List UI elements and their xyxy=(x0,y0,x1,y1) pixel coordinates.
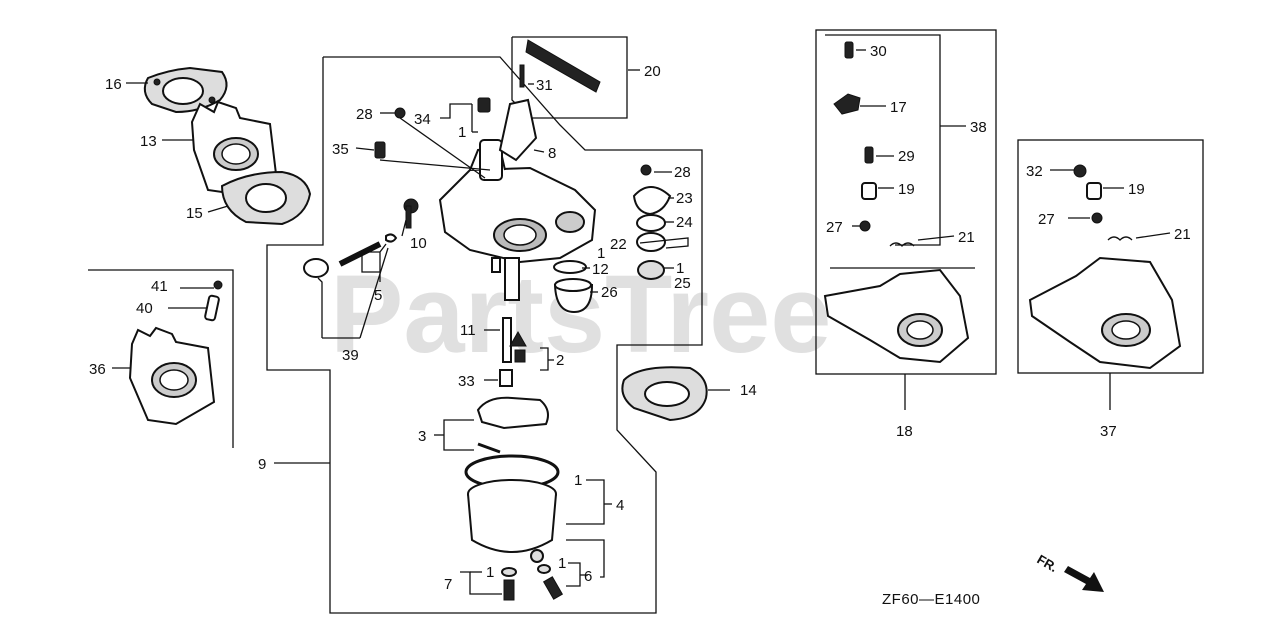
callout-22: 22 xyxy=(610,236,627,253)
callout-17: 17 xyxy=(890,99,907,116)
callout-28-left: 28 xyxy=(356,106,373,123)
callout-5: 5 xyxy=(374,287,382,304)
part-7-6-drain-bolts xyxy=(501,564,564,601)
leader-lines xyxy=(112,49,1171,595)
callout-35: 35 xyxy=(332,141,349,158)
part-23-24-22-25-cap-stack xyxy=(632,186,672,280)
callout-19-left: 19 xyxy=(898,181,915,198)
part-11-2-33-jets xyxy=(499,317,527,387)
callout-4: 4 xyxy=(616,497,624,514)
callout-1-mid: 1 xyxy=(597,245,605,262)
callout-40: 40 xyxy=(136,300,153,317)
callout-18: 18 xyxy=(896,423,913,440)
part-18-bracket-group xyxy=(823,41,970,364)
front-label: FR. xyxy=(1035,552,1061,575)
part-16-gasket xyxy=(143,66,228,114)
part-26-float xyxy=(553,260,594,314)
callout-8: 8 xyxy=(548,145,556,162)
callout-27-left: 27 xyxy=(826,219,843,236)
callout-38: 38 xyxy=(970,119,987,136)
callout-19-right: 19 xyxy=(1128,181,1145,198)
front-direction-marker: FR. xyxy=(1035,552,1104,592)
part-4-float-bowl xyxy=(464,454,560,563)
callout-12: 12 xyxy=(592,261,609,278)
callout-10: 10 xyxy=(410,235,427,252)
part-5-pilot-screw xyxy=(303,233,398,278)
callout-21-left: 21 xyxy=(958,229,975,246)
part-36-insulator xyxy=(128,326,216,426)
callout-3: 3 xyxy=(418,428,426,445)
callout-15: 15 xyxy=(186,205,203,222)
part-15-gasket xyxy=(220,170,312,226)
callout-14: 14 xyxy=(740,382,757,399)
callout-34: 34 xyxy=(414,111,431,128)
callout-23: 23 xyxy=(676,190,693,207)
part-14-gasket xyxy=(621,366,708,422)
callout-1-drain-right: 1 xyxy=(558,555,566,572)
callout-11: 11 xyxy=(460,322,476,339)
callout-31: 31 xyxy=(536,77,553,94)
part-37-bracket-group xyxy=(1028,164,1182,370)
callout-6: 6 xyxy=(584,568,592,585)
callout-2: 2 xyxy=(556,352,564,369)
callout-29: 29 xyxy=(898,148,915,165)
watermark: PartsTree xyxy=(330,253,831,376)
part-3-float-assembly xyxy=(476,396,549,454)
callout-30: 30 xyxy=(870,43,887,60)
small-fasteners xyxy=(374,64,652,229)
part-40-41-pins xyxy=(204,280,223,322)
callout-labels: 16 13 15 41 40 36 20 31 28 34 1 35 8 10 … xyxy=(89,43,1191,593)
callout-37: 37 xyxy=(1100,423,1117,440)
callout-33: 33 xyxy=(458,373,475,390)
group-outlines xyxy=(88,29,1204,614)
callout-25: 25 xyxy=(674,275,691,292)
callout-21-right: 21 xyxy=(1174,226,1191,243)
callout-41: 41 xyxy=(151,278,168,295)
callout-24: 24 xyxy=(676,214,693,231)
callout-1-top: 1 xyxy=(458,124,466,141)
callout-20: 20 xyxy=(644,63,661,80)
callout-7: 7 xyxy=(444,576,452,593)
drawing-code: ZF60—E1400 xyxy=(882,591,980,608)
callout-39: 39 xyxy=(342,347,359,364)
callout-26: 26 xyxy=(601,284,618,301)
part-13-insulator xyxy=(190,100,278,196)
callout-9: 9 xyxy=(258,456,266,473)
front-arrow-icon xyxy=(1064,566,1104,592)
callout-1-bowl: 1 xyxy=(574,472,582,489)
callout-1-right: 1 xyxy=(676,260,684,277)
callout-28-right: 28 xyxy=(674,164,691,181)
callout-16: 16 xyxy=(105,76,122,93)
callout-27-right: 27 xyxy=(1038,211,1055,228)
callout-13: 13 xyxy=(140,133,157,150)
callout-32: 32 xyxy=(1026,163,1043,180)
callout-1-drain: 1 xyxy=(486,564,494,581)
callout-36: 36 xyxy=(89,361,106,378)
